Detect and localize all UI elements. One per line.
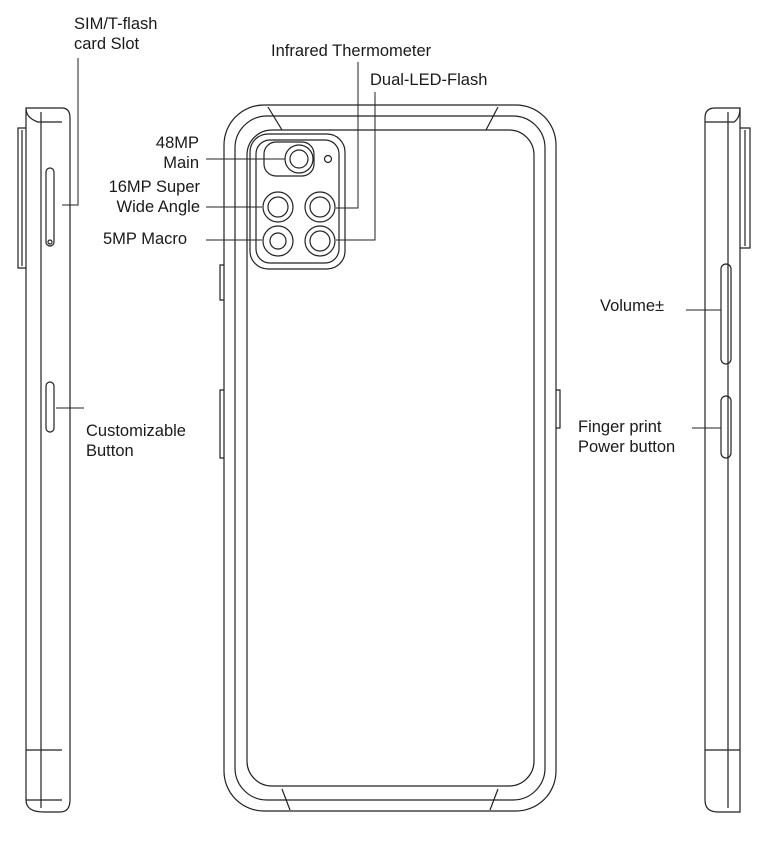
flash-led <box>304 191 336 223</box>
phone-back-panel <box>246 129 535 787</box>
camera-module-outer <box>249 133 346 270</box>
customizable-button-label: Customizable Button <box>86 421 186 461</box>
left-side-body <box>25 107 71 813</box>
bottom-band-right <box>489 788 499 811</box>
right-side-view <box>704 107 751 813</box>
sim-slot-label: SIM/T-flash card Slot <box>74 14 157 54</box>
macro-camera-label: 5MP Macro <box>103 230 188 248</box>
depth-camera-lens <box>304 225 336 257</box>
customizable-label-line2: Button <box>86 442 134 460</box>
camera-module-inner <box>255 139 340 264</box>
main-camera-lens <box>284 144 314 174</box>
phone-inner-body <box>234 115 546 801</box>
right-camera-bump <box>740 127 751 249</box>
back-view <box>219 104 561 812</box>
main-camera-label: 48MP Main <box>156 133 199 173</box>
power-label-line2: Power button <box>578 438 676 456</box>
customizable-button-shape <box>45 381 55 433</box>
main-camera-label-line2: Main <box>163 154 199 172</box>
top-band-right <box>485 106 499 131</box>
infrared-label: Infrared Thermometer <box>271 42 432 60</box>
wide-camera-lens-inner <box>267 196 289 218</box>
customizable-label-line1: Customizable <box>86 422 186 440</box>
power-button-label: Finger print Power button <box>578 417 675 457</box>
left-side-view <box>17 107 71 813</box>
left-rail-button <box>219 389 224 459</box>
sim-eject-hole <box>47 239 53 245</box>
volume-label: Volume± <box>600 297 665 315</box>
top-band-left <box>267 106 283 131</box>
volume-key-shape <box>720 263 732 365</box>
main-camera-label-line1: 48MP <box>155 134 199 152</box>
right-top-cap <box>705 107 741 123</box>
flash-leader-b <box>336 92 376 241</box>
wide-camera-label: 16MP Super Wide Angle <box>109 177 200 217</box>
power-key-shape <box>720 395 732 459</box>
sim-tray <box>45 167 55 247</box>
wide-camera-label-line2: Wide Angle <box>116 198 200 216</box>
right-side-body <box>704 107 741 813</box>
right-rail-key <box>556 389 561 429</box>
left-rail-key <box>219 264 224 301</box>
sim-slot-label-line2: card Slot <box>74 35 140 53</box>
main-camera-lens-inner <box>289 149 309 169</box>
macro-camera-lens-inner <box>269 232 287 250</box>
infrared-leader <box>328 62 359 131</box>
macro-camera-lens <box>262 225 294 257</box>
phone-outer-body <box>223 104 557 812</box>
left-camera-bump <box>17 127 26 269</box>
flash-led-inner <box>309 196 331 218</box>
power-label-line1: Finger print <box>578 418 662 436</box>
ir-thermometer <box>323 154 333 164</box>
sim-slot-leader <box>62 58 79 206</box>
depth-camera-lens-inner <box>309 230 331 252</box>
bottom-band-left <box>281 788 291 811</box>
left-top-cap <box>25 107 62 123</box>
flash-leader-a <box>336 130 359 209</box>
sim-slot-label-line1: SIM/T-flash <box>74 15 158 33</box>
flash-label: Dual-LED-Flash <box>370 71 488 89</box>
wide-camera-lens <box>262 191 294 223</box>
wide-camera-label-line1: 16MP Super <box>108 178 200 196</box>
